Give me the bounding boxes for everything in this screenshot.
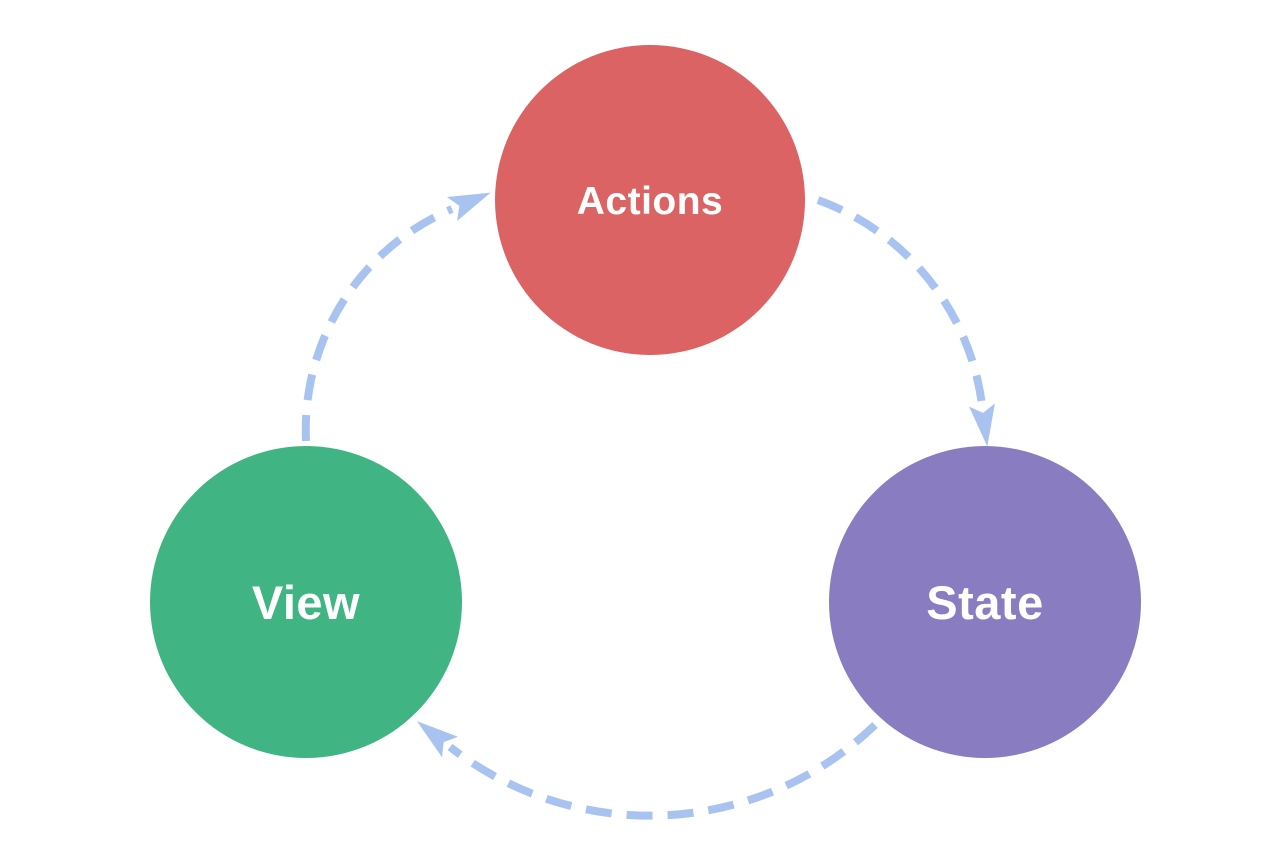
actions-label: Actions <box>577 180 724 223</box>
view-label: View <box>252 576 360 629</box>
flow-arrows <box>301 192 995 820</box>
node-actions: Actions <box>495 45 805 355</box>
state-circle <box>829 446 1141 758</box>
view-circle <box>150 446 462 758</box>
arrow-actions-to-state <box>816 196 995 447</box>
node-view: View <box>150 446 462 758</box>
arrow-state-to-view <box>416 721 878 820</box>
arrow-view-to-actions <box>301 192 491 442</box>
state-label: State <box>926 576 1043 629</box>
actions-circle <box>495 45 805 355</box>
node-state: State <box>829 446 1141 758</box>
